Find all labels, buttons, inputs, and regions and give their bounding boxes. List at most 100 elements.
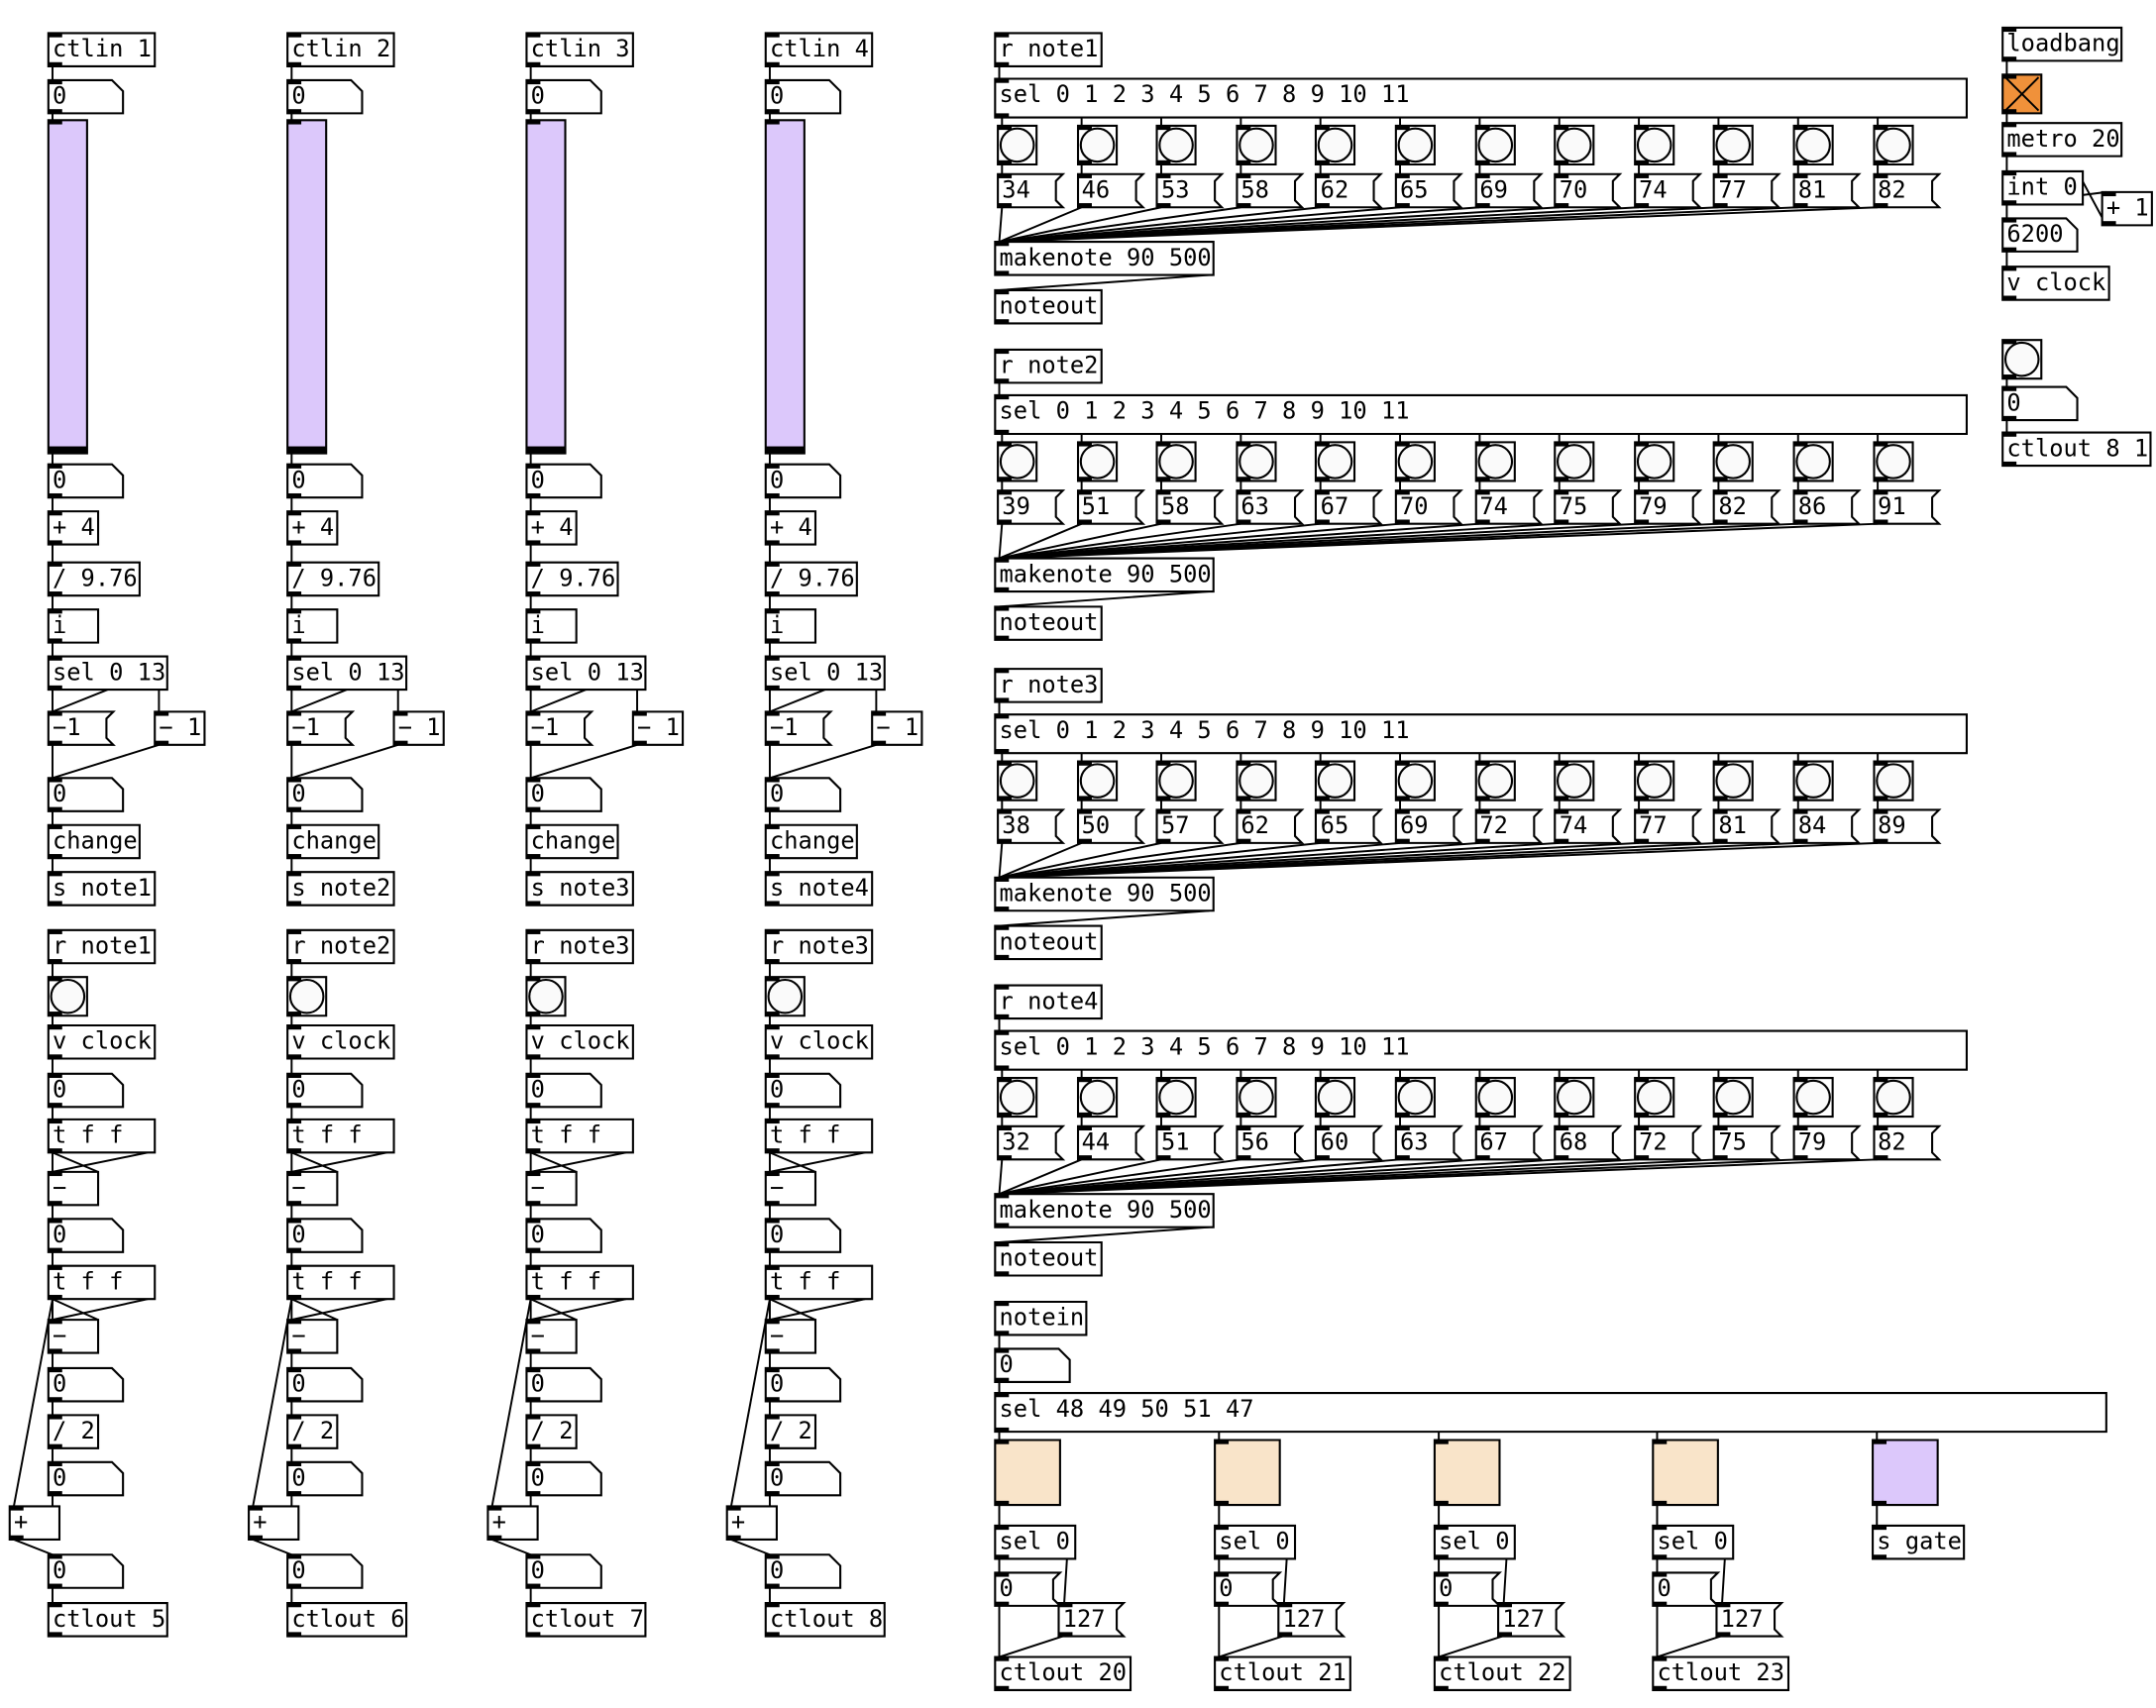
inlet[interactable] (526, 33, 541, 38)
subtract-object[interactable]: − (47, 1170, 100, 1207)
note-message[interactable]: 91 (1872, 489, 1942, 525)
outlet[interactable] (287, 1247, 302, 1252)
note-message[interactable]: 46 (1076, 172, 1145, 209)
number-box[interactable]: 6200 (2001, 217, 2079, 253)
inlet[interactable] (1395, 1078, 1410, 1083)
inlet[interactable] (48, 562, 62, 567)
outlet[interactable] (1653, 1685, 1668, 1690)
outlet[interactable] (1873, 1554, 1887, 1559)
outlet[interactable] (1653, 1554, 1668, 1559)
inlet[interactable] (765, 609, 780, 614)
ctlin-object[interactable]: ctlin 4 (764, 32, 874, 68)
bang-button[interactable] (1633, 124, 1674, 166)
inlet[interactable] (765, 1219, 780, 1224)
inlet[interactable] (526, 1554, 541, 1559)
inlet[interactable] (526, 1415, 541, 1420)
outlet[interactable] (526, 1247, 541, 1252)
patch-cord[interactable] (999, 273, 1210, 291)
outlet[interactable] (526, 449, 541, 454)
bang-button[interactable] (1315, 124, 1356, 166)
outlet[interactable] (287, 1348, 302, 1353)
outlet[interactable] (1316, 477, 1331, 481)
notein-object[interactable]: notein (994, 1300, 1088, 1336)
change-object[interactable]: change (764, 823, 858, 860)
makenote-object[interactable]: makenote 90 500 (994, 557, 1215, 593)
outlet[interactable] (48, 61, 62, 66)
inlet[interactable] (1156, 173, 1171, 178)
subtract-object[interactable]: − 1 (631, 710, 685, 746)
bang-button[interactable] (286, 976, 328, 1017)
message-box[interactable]: 0 (1652, 1571, 1721, 1607)
inlet[interactable] (1873, 173, 1887, 178)
note-message[interactable]: 62 (1315, 172, 1384, 209)
outlet[interactable] (1555, 160, 1569, 164)
message-box[interactable]: 127 (1277, 1602, 1347, 1638)
patch-cord[interactable] (999, 1635, 1063, 1658)
divide-object[interactable]: / 9.76 (525, 561, 619, 597)
bang-button[interactable] (997, 441, 1038, 482)
outlet[interactable] (526, 1148, 541, 1153)
inlet[interactable] (2002, 170, 2017, 176)
outlet[interactable] (287, 638, 302, 643)
outlet[interactable] (995, 1377, 1010, 1382)
patch-cord[interactable] (52, 743, 160, 780)
inlet[interactable] (1316, 490, 1331, 495)
inlet[interactable] (1215, 1656, 1230, 1661)
inlet[interactable] (1555, 173, 1569, 178)
subtract-object[interactable]: − 1 (871, 710, 923, 746)
outlet[interactable] (48, 1148, 62, 1153)
receive-object[interactable]: r note2 (994, 348, 1103, 384)
outlet[interactable] (1395, 1155, 1410, 1160)
number-box[interactable]: 0 (286, 777, 364, 812)
select-object[interactable]: sel 0 (994, 1524, 1077, 1560)
outlet[interactable] (1077, 203, 1092, 208)
inlet[interactable] (1555, 1125, 1569, 1131)
outlet[interactable] (2102, 221, 2116, 226)
bang-button[interactable] (1076, 760, 1118, 801)
inlet[interactable] (765, 1025, 780, 1030)
outlet[interactable] (998, 477, 1013, 481)
outlet[interactable] (1058, 1632, 1073, 1637)
outlet[interactable] (765, 1148, 780, 1153)
outlet[interactable] (765, 806, 780, 811)
number-box[interactable]: 0 (525, 1218, 602, 1253)
inlet[interactable] (765, 1265, 780, 1270)
inlet[interactable] (1215, 1440, 1230, 1444)
add-object[interactable]: + (8, 1505, 61, 1541)
inlet[interactable] (1873, 761, 1887, 766)
note-message[interactable]: 75 (1554, 489, 1623, 525)
outlet[interactable] (1793, 519, 1808, 524)
inlet[interactable] (48, 778, 62, 783)
patch-cord[interactable] (1438, 1635, 1503, 1658)
outlet[interactable] (287, 1397, 302, 1402)
outlet[interactable] (287, 1012, 302, 1016)
inlet[interactable] (995, 1525, 1010, 1531)
inlet[interactable] (48, 1415, 62, 1420)
bang-button[interactable] (2001, 339, 2043, 380)
select-object[interactable]: sel 0 13 (764, 655, 886, 692)
inlet[interactable] (48, 1171, 62, 1177)
outlet[interactable] (1077, 838, 1092, 843)
outlet[interactable] (48, 1012, 62, 1016)
inlet[interactable] (526, 1265, 541, 1270)
vertical-slider[interactable] (525, 119, 567, 455)
outlet[interactable] (1316, 203, 1331, 208)
inlet[interactable] (998, 125, 1013, 131)
cc-toggle-square[interactable] (1433, 1439, 1501, 1507)
inlet[interactable] (1634, 809, 1649, 814)
bang-button[interactable] (1155, 1076, 1197, 1119)
outlet[interactable] (1077, 160, 1092, 164)
select-object[interactable]: sel 0 (1214, 1524, 1297, 1560)
inlet[interactable] (1237, 125, 1251, 131)
inlet[interactable] (287, 33, 302, 38)
add-object[interactable]: + (248, 1505, 300, 1541)
bang-button[interactable] (1394, 760, 1436, 801)
outlet[interactable] (287, 492, 302, 498)
patch-cord[interactable] (769, 1151, 866, 1173)
cc-toggle-square[interactable] (994, 1439, 1061, 1507)
outlet[interactable] (995, 587, 1010, 592)
value-object[interactable]: v clock (286, 1023, 395, 1060)
inlet[interactable] (287, 1554, 302, 1559)
inlet[interactable] (287, 609, 302, 614)
number-box[interactable]: 0 (47, 1218, 125, 1253)
